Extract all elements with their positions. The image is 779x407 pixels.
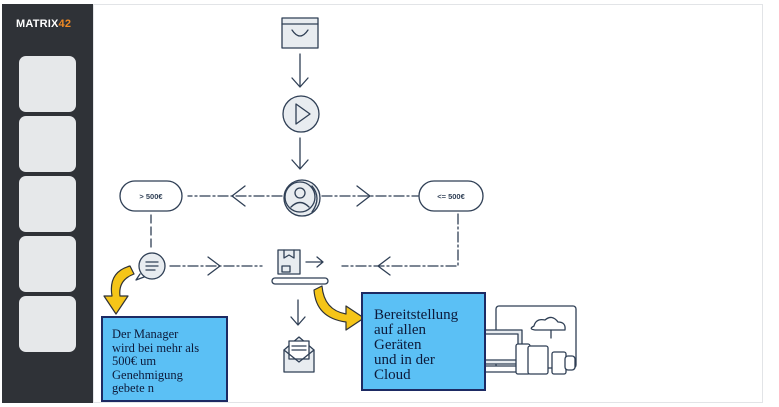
envelope-icon [283, 336, 315, 373]
sidebar-tile-5[interactable] [19, 296, 76, 352]
brand-logo: MATRIX42 [16, 18, 72, 30]
condition-left-pill [119, 180, 183, 212]
sidebar-tile-4[interactable] [19, 236, 76, 292]
condition-left-label: > 500€ [139, 192, 163, 201]
note-line: Der Manager [112, 327, 179, 341]
arrow-down-3 [290, 299, 306, 326]
coin-person-icon [283, 179, 321, 217]
arrow-down-1 [291, 53, 309, 88]
yellow-arrow-left [103, 265, 135, 315]
condition-right-label: <= 500€ [437, 192, 465, 201]
note-line: gebete n [112, 381, 154, 395]
condition-right-pill [418, 180, 484, 212]
note-line: wird bei mehr als [112, 340, 200, 355]
manager-approval-note: Der Manager wird bei mehr als 500€ um Ge… [101, 316, 228, 402]
note-line: und in der [374, 352, 435, 368]
branch-right-line [321, 185, 419, 207]
note-line: Genehmigung [112, 367, 183, 382]
shopping-bag-icon [281, 17, 319, 49]
box-conveyor-icon [271, 249, 329, 285]
note-line: 500€ um [112, 354, 157, 368]
provisioning-note: Bereitstellung auf allen Geräten und in … [361, 292, 486, 391]
yellow-arrow-right [313, 285, 365, 331]
note-line: auf allen [374, 322, 427, 338]
branch-left-line [187, 185, 283, 207]
chat-icon [135, 252, 166, 281]
chat-to-box-line [169, 256, 263, 276]
note-line: Bereitstellung [374, 307, 459, 323]
sidebar: MATRIX42 [2, 4, 93, 403]
right-return-line [341, 213, 459, 276]
sidebar-tile-2[interactable] [19, 116, 76, 172]
sidebar-tile-3[interactable] [19, 176, 76, 232]
note-line: Geräten [374, 337, 422, 353]
sidebar-tile-1[interactable] [19, 56, 76, 112]
note-line: Cloud [374, 367, 411, 383]
play-icon [282, 95, 320, 133]
arrow-down-2 [291, 137, 309, 170]
